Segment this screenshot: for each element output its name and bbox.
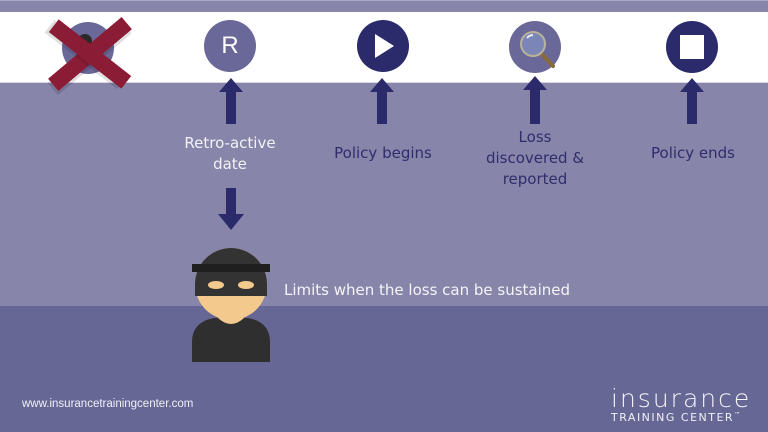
up-arrow-icon [680, 78, 704, 124]
crossed-out-circle-icon [40, 8, 140, 100]
stop-circle-icon [666, 21, 718, 73]
caption-text: Limits when the loss can be sustained [284, 281, 571, 299]
retro-label-line2: date [213, 155, 247, 173]
retro-active-label: Retro-active date [168, 133, 292, 175]
retro-label-line1: Retro-active [184, 134, 276, 152]
logo-subtitle-text: TRAINING CENTER [611, 411, 735, 424]
play-circle-icon [357, 20, 409, 72]
magnifier-circle-icon [509, 21, 561, 73]
retro-glyph: R [221, 32, 239, 59]
loss-line1: Loss [518, 128, 552, 146]
up-arrow-icon [523, 76, 547, 124]
letter-r-circle-icon: R [204, 20, 256, 72]
down-arrow-icon [218, 188, 244, 230]
policy-ends-label: Policy ends [630, 143, 756, 164]
logo-subtitle: TRAINING CENTER™ [611, 411, 742, 424]
up-arrow-icon [219, 78, 243, 124]
policy-begins-text: Policy begins [334, 144, 432, 162]
logo-wordmark: insurance [611, 384, 752, 413]
loss-line2: discovered & [485, 149, 585, 167]
trademark: ™ [734, 411, 742, 419]
top-strip [0, 0, 768, 12]
policy-ends-text: Policy ends [651, 144, 735, 162]
up-arrow-icon [370, 78, 394, 124]
loss-line3: reported [502, 170, 568, 188]
footer-band [0, 306, 768, 432]
policy-begins-label: Policy begins [318, 143, 448, 164]
burglar-icon [188, 238, 274, 362]
loss-discovered-label: Loss discovered & reported [470, 127, 600, 190]
website-link[interactable]: www.insurancetrainingcenter.com [22, 398, 194, 410]
